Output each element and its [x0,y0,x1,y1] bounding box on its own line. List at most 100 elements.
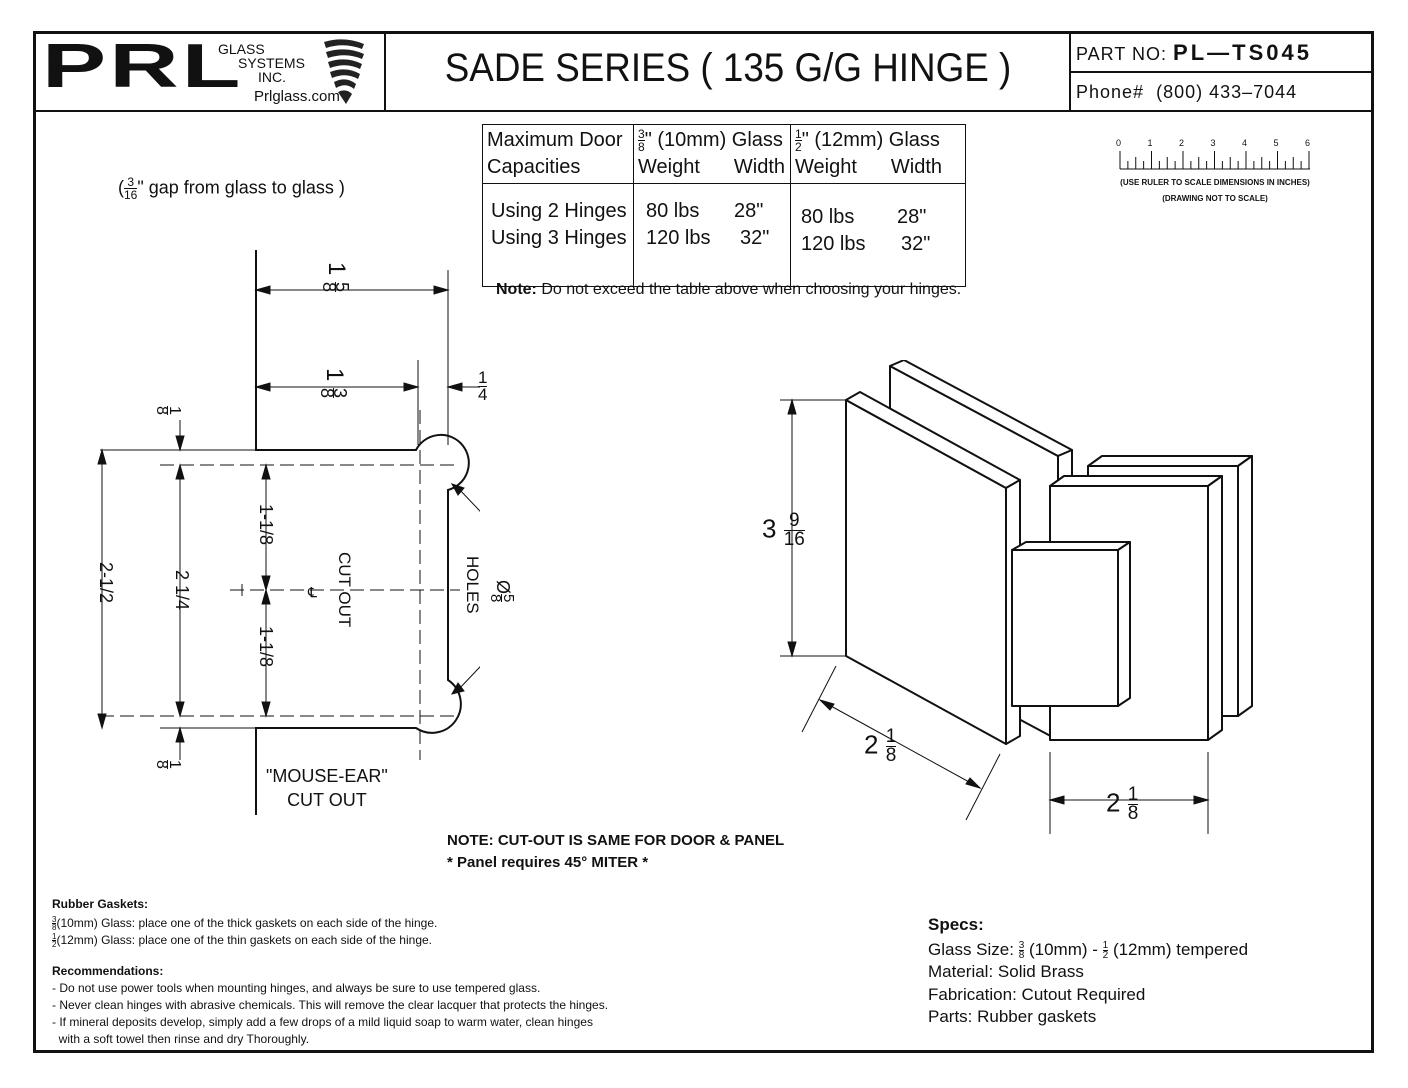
ruler-label: 5 [1273,138,1279,148]
cap-12mm-label: " (12mm) Glass [801,129,940,151]
capacity-note: Note: Do not exceed the table above when… [496,281,961,299]
d12-2: 28" [897,206,927,228]
row-label-3: Using 3 Hinges [491,227,627,249]
ruler-label: 3 [1210,138,1216,148]
ruler-label: 0 [1116,138,1122,148]
note-label: Note: [496,281,537,298]
logo-wordmark: PRL [42,32,244,101]
cut-out-text: CUT OUT [335,552,354,628]
note-text: Do not exceed the table above when choos… [536,281,962,298]
ruler-graphic [1119,151,1310,170]
gaskets-title: Rubber Gaskets: [52,897,149,911]
sub-weight-12: Weight [795,156,857,178]
width-whole: 2 [1106,787,1121,818]
phone-number: Phone# (800) 433–7044 [1076,82,1297,103]
ruler-label: 2 [1179,138,1185,148]
holes-label: HOLES [462,556,482,614]
depth-whole: 2 [864,729,879,760]
cut-note-line2: * Panel requires 45° MITER * [447,854,649,871]
part-value: PL—TS045 [1173,40,1312,65]
cap-row-labels: Using 2 Hinges Using 3 Hinges [482,183,634,287]
specs-glass-c: (12mm) tempered [1108,939,1249,959]
ruler-label: 4 [1242,138,1248,148]
cut-out-label: CUT OUT [334,552,354,627]
dim-1-1-8-upper: 1-1/8 [256,504,276,546]
dim-1-3-8-whole: 1 [321,368,348,382]
cap-10mm-label: " (10mm) Glass [644,129,783,151]
sub-width-10: Width [733,156,786,178]
hinge-isometric-drawing [780,360,1253,834]
header-divider-h2 [1069,71,1374,73]
logo-glass: GLASS [218,41,265,57]
screw-icon [324,39,364,104]
recommendation-line: - Never clean hinges with abrasive chemi… [52,998,609,1012]
header-divider-v1 [384,31,386,111]
specs-fabrication: Fabrication: Cutout Required [928,984,1146,1004]
d12-3: 32" [901,233,931,255]
height-whole: 3 [762,513,777,544]
dim-1-5-8-whole: 1 [323,262,350,276]
phone-value: (800) 433–7044 [1156,82,1298,102]
d10-2: 28" [734,200,764,222]
gasket-line2: (12mm) Glass: place one of the thin gask… [56,933,433,947]
w12-3: 120 lbs [801,233,866,255]
drawing-frame [33,31,1374,1053]
sub-width-12: Width [890,156,943,178]
recommendation-line: with a soft towel then rinse and dry Tho… [52,1032,310,1046]
part-number: PART NO: PL—TS045 [1076,40,1312,66]
cap-header-label: Maximum Door Capacities [482,124,634,184]
cutout-note: NOTE: CUT-OUT IS SAME FOR DOOR & PANEL *… [447,830,784,874]
gap-open: ( [118,177,124,198]
part-label: PART NO: [1076,44,1168,64]
gap-text: " gap from glass to glass ) [137,177,345,198]
w10-2: 80 lbs [646,200,700,222]
specs-parts: Parts: Rubber gaskets [928,1007,1097,1026]
dia-symbol: Ø [492,580,513,595]
logo-inc: INC. [258,69,286,85]
ruler-caption-1: (USE RULER TO SCALE DIMENSIONS IN INCHES… [1120,178,1310,187]
mouse-ear-line1: "MOUSE-EAR" [266,766,388,786]
w10-3: 120 lbs [646,227,711,249]
specs-glass-a: Glass Size: [928,939,1019,959]
recommendations-title: Recommendations: [52,964,164,978]
mouse-ear-line2: CUT OUT [287,790,367,810]
row-label-2: Using 2 Hinges [491,200,627,222]
logo-systems: SYSTEMS [238,55,305,71]
header-divider [33,110,1374,112]
sub-weight-10: Weight [638,156,700,178]
dim-2-1-2: 2-1/2 [96,562,116,604]
dim-2-1-4: 2 1/4 [172,570,192,611]
cutout-drawing [97,250,480,815]
dim-1-1-8-lower: 1-1/8 [256,626,276,668]
mouse-ear-label: "MOUSE-EAR" CUT OUT [266,764,388,812]
holes-text: HOLES [463,556,482,614]
logo-url: Prlglass.com [254,88,340,105]
w12-2: 80 lbs [801,206,855,228]
gasket-line1: (10mm) Glass: place one of the thick gas… [56,916,438,930]
recommendation-line: - Do not use power tools when mounting h… [52,981,541,995]
